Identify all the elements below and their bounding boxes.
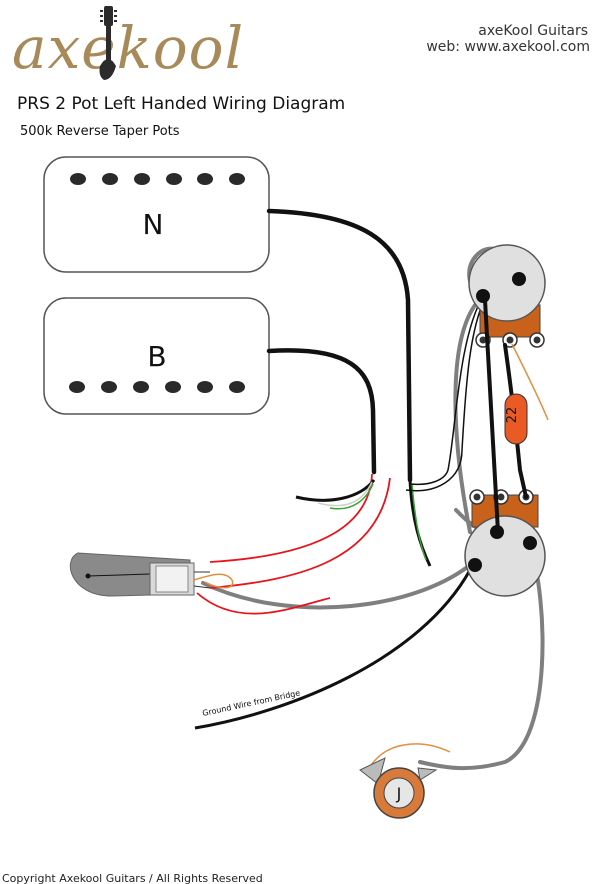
volume-pot-ground-point [512,272,526,286]
signal-wires [295,295,486,567]
capacitor-label: 22 [505,407,520,424]
bridge-pickup-label: B [147,340,166,373]
company-name: axeKool Guitars [478,23,588,39]
pickup-selector-switch [69,552,234,597]
volume-pot-solder-point [476,289,490,303]
neck-pickup-label: N [143,208,164,241]
tone-pot-solder-point-right [523,536,537,550]
diagram-title: PRS 2 Pot Left Handed Wiring Diagram [17,94,345,114]
bridge-pickup: B [43,297,270,415]
neck-pickup-lead [266,208,413,483]
tone-pot [464,489,546,597]
tone-pot-solder-point-left [468,558,482,572]
bridge-pickup-lead [266,348,377,475]
volume-pot [468,244,546,348]
copyright-text: Copyright Axekool Guitars / All Rights R… [2,872,263,884]
axekool-logo: axekool [12,6,244,82]
neck-pickup-pole-pieces [70,173,245,185]
bridge-pickup-pole-pieces [69,381,245,393]
jack-label: J [396,784,402,803]
capacitor-lead [511,343,549,421]
diagram-subtitle: 500k Reverse Taper Pots [20,124,180,139]
neck-pickup: N [43,156,270,273]
logo-text: axekool [12,14,244,82]
guitar-headstock-icon [99,6,117,80]
tone-capacitor: 22 [504,393,528,445]
output-jack: J [359,757,438,819]
jack-hot-wire [369,743,451,768]
company-web: web: www.axekool.com [426,39,590,55]
bridge-ground-wire [194,569,472,730]
